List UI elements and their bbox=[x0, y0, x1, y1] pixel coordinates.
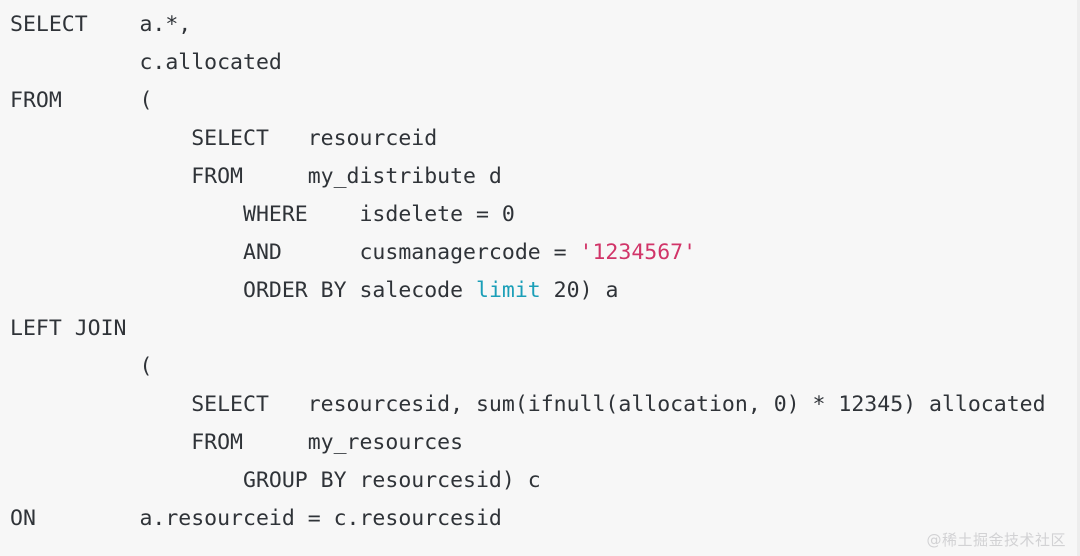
code-token-plain: SELECT a.*, bbox=[10, 12, 192, 37]
code-token-plain: FROM my_distribute d bbox=[10, 164, 502, 189]
watermark-label: @稀土掘金技术社区 bbox=[926, 531, 1066, 549]
code-line: GROUP BY resourcesid) c bbox=[10, 462, 1080, 500]
code-line: FROM my_resources bbox=[10, 424, 1080, 462]
code-line: LEFT JOIN bbox=[10, 310, 1080, 348]
code-token-plain: SELECT resourcesid, sum(ifnull(allocatio… bbox=[10, 392, 1046, 417]
code-token-plain: WHERE isdelete = 0 bbox=[10, 202, 515, 227]
code-token-plain: LEFT JOIN bbox=[10, 316, 127, 341]
code-line: FROM ( bbox=[10, 82, 1080, 120]
code-line: ( bbox=[10, 348, 1080, 386]
code-line: SELECT resourceid bbox=[10, 120, 1080, 158]
code-line: WHERE isdelete = 0 bbox=[10, 196, 1080, 234]
code-token-plain: 20) a bbox=[540, 278, 619, 303]
code-line: AND cusmanagercode = '1234567' bbox=[10, 234, 1080, 272]
code-line: SELECT resourcesid, sum(ifnull(allocatio… bbox=[10, 386, 1080, 424]
code-line: c.allocated bbox=[10, 44, 1080, 82]
code-line: FROM my_distribute d bbox=[10, 158, 1080, 196]
code-token-keyword: limit bbox=[476, 278, 541, 303]
code-line: SELECT a.*, bbox=[10, 6, 1080, 44]
code-line: ON a.resourceid = c.resourcesid bbox=[10, 500, 1080, 538]
code-token-plain: AND cusmanagercode = bbox=[10, 240, 580, 265]
code-token-string: '1234567' bbox=[579, 240, 697, 265]
code-line: ORDER BY salecode limit 20) a bbox=[10, 272, 1080, 310]
code-token-plain: ( bbox=[10, 354, 153, 379]
code-token-plain: GROUP BY resourcesid) c bbox=[10, 468, 541, 493]
code-token-plain: FROM my_resources bbox=[10, 430, 464, 455]
right-edge-divider bbox=[1077, 0, 1080, 556]
code-token-plain: c.allocated bbox=[10, 50, 282, 75]
code-token-plain: ORDER BY salecode bbox=[10, 278, 476, 303]
code-token-plain: SELECT resourceid bbox=[10, 126, 438, 151]
code-token-plain: FROM ( bbox=[10, 88, 153, 113]
code-token-plain: ON a.resourceid = c.resourcesid bbox=[10, 506, 502, 531]
